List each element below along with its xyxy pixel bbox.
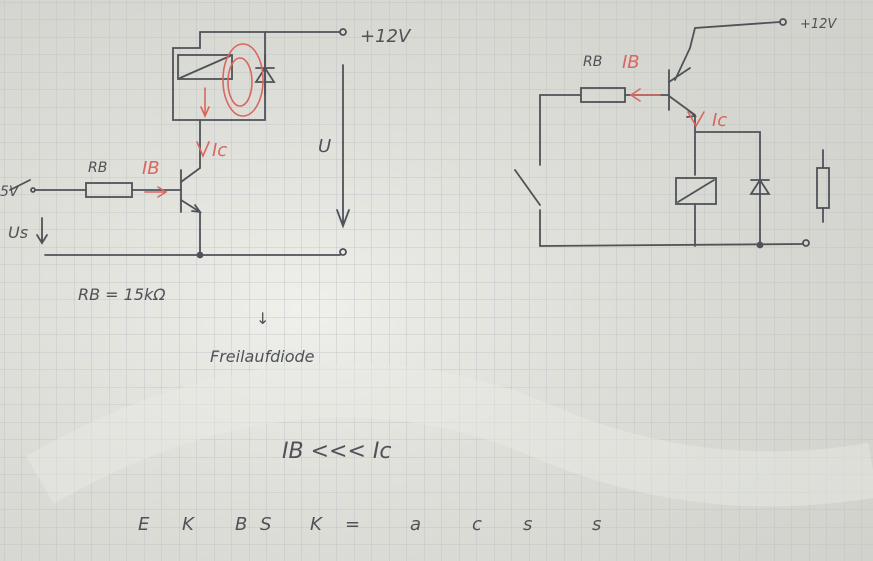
- right-freewheel-diode: [749, 174, 771, 206]
- letter: E: [138, 514, 150, 535]
- right-ground-node: [756, 241, 764, 249]
- right-base-resistor: [580, 87, 626, 103]
- left-relay-coil: [177, 54, 233, 80]
- left-collector-current-label: Ic: [212, 140, 227, 161]
- letters-row: E K B S K = a c s s: [138, 514, 601, 535]
- freewheel-diode-note: Freilaufdiode: [210, 347, 315, 366]
- right-red-annotations: [629, 88, 705, 128]
- right-base-current-label: IB: [622, 52, 640, 73]
- left-supply-label: +12V: [360, 26, 412, 47]
- right-collector-current-label: Ic: [712, 110, 727, 131]
- left-base-resistor-label: RB: [88, 160, 107, 176]
- left-input-voltage-label: Us: [8, 223, 28, 242]
- left-current-loop: [222, 43, 264, 117]
- right-relay-coil: [675, 177, 717, 205]
- left-input-label: 5V: [0, 184, 20, 200]
- right-relay-coil-slash: [677, 179, 715, 203]
- left-voltage-label: U: [318, 136, 331, 157]
- left-red-arrow-coil: [200, 87, 210, 118]
- right-load-return: [694, 203, 761, 247]
- pointer-arrow-note: ↓: [256, 309, 269, 328]
- left-base-current-label: IB: [142, 158, 160, 179]
- left-collector-current-arrow: [196, 141, 210, 159]
- letter: B: [235, 514, 247, 535]
- right-input-switch: [514, 94, 541, 247]
- left-current-loop-inner: [227, 57, 253, 107]
- left-relay-coil-slash: [179, 55, 231, 79]
- letter: =: [345, 514, 360, 535]
- paper-glare: [26, 362, 873, 507]
- right-base-current-arrow: [629, 88, 661, 102]
- left-circuit: [9, 28, 350, 259]
- right-supply-label: +12V: [800, 17, 837, 32]
- left-base-current-arrow: [144, 186, 168, 198]
- letter: c: [472, 514, 482, 535]
- left-input-voltage-arrow: [36, 217, 48, 245]
- left-voltage-arrow: [336, 64, 350, 229]
- right-supply-wire: [674, 21, 781, 81]
- left-input-switch: [9, 179, 46, 191]
- left-relay-box: [172, 31, 266, 121]
- current-relation-note: IB <<< Ic: [282, 439, 391, 464]
- left-red-annotations: [144, 43, 264, 198]
- resistor-value-note: RB = 15kΩ: [78, 285, 166, 304]
- letter: a: [410, 514, 421, 535]
- letter: K: [310, 514, 323, 535]
- letter: K: [182, 514, 195, 535]
- right-base-resistor-label: RB: [583, 54, 602, 70]
- letter: s: [592, 514, 601, 535]
- left-freewheel-diode: [254, 54, 276, 96]
- right-supply-terminal: [779, 18, 787, 26]
- right-ground-terminal: [802, 239, 810, 247]
- right-collector-current-arrow: [687, 111, 705, 128]
- left-base-resistor: [85, 182, 133, 198]
- left-supply-terminal: [339, 28, 347, 36]
- left-ground-terminal: [339, 248, 347, 256]
- left-input-terminal: [30, 187, 36, 193]
- letter: S: [260, 514, 271, 535]
- left-ground-node: [196, 251, 204, 259]
- letter: s: [523, 514, 532, 535]
